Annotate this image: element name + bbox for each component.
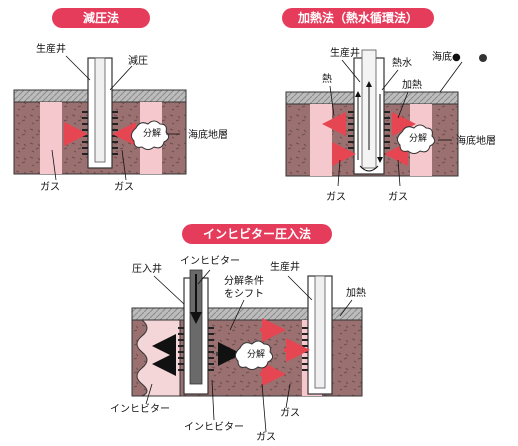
- seabed-label: 海底●: [432, 52, 461, 63]
- hot-water-label: 熱水: [392, 58, 412, 69]
- gas-label-left: ガス: [40, 182, 60, 193]
- gas-label-left: ガス: [326, 192, 346, 203]
- heating-panel: [285, 49, 487, 187]
- injection-well-label: 圧入井: [132, 264, 162, 275]
- decomposition-label: 分解: [143, 129, 162, 139]
- heat-label: 熱: [322, 74, 332, 85]
- seabed-stratum-label: 海底地層: [188, 130, 228, 141]
- gas-label-bottom: ガス: [256, 432, 276, 443]
- depressurize-label: 減圧: [128, 56, 148, 67]
- shift-label-line2: をシフト: [224, 289, 264, 300]
- inhibitor-title: インヒビター圧入法: [182, 224, 332, 244]
- inhibitor-bottom-label: インヒビター: [184, 422, 244, 433]
- gas-label-right: ガス: [280, 408, 300, 419]
- well-label: 生産井: [36, 44, 66, 55]
- gas-label-right: ガス: [388, 192, 408, 203]
- well-label: 生産井: [270, 262, 300, 273]
- well-label: 生産井: [330, 48, 360, 59]
- decomposition-cloud: [234, 340, 274, 370]
- heating-label: 加熱: [346, 288, 366, 299]
- decomposition-label: 分解: [409, 134, 428, 144]
- heating-title: 加熱法（熱水循環法）: [282, 8, 434, 28]
- heating-label: 加熱: [402, 80, 422, 91]
- depressurization-title: 減圧法: [52, 8, 150, 28]
- decomposition-cloud: [396, 124, 436, 154]
- gas-label-right: ガス: [114, 182, 134, 193]
- hydrate-band-left: [310, 104, 332, 176]
- seabed-stratum-label: 海底地層: [456, 136, 496, 147]
- hydrate-band-left: [40, 102, 62, 174]
- shift-label-line1: 分解条件: [224, 276, 264, 287]
- decomposition-label: 分解: [247, 350, 266, 360]
- seabed-marker: [479, 54, 487, 62]
- decomposition-cloud: [130, 120, 170, 150]
- depressurization-panel: [13, 55, 187, 181]
- inhibitor-top-label: インヒビター: [180, 256, 240, 267]
- inhibitor-left-label: インヒビター: [110, 404, 170, 415]
- inhibitor-panel: [131, 269, 363, 433]
